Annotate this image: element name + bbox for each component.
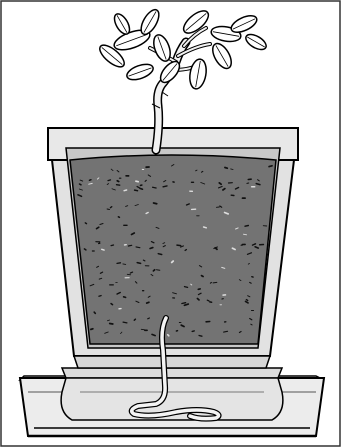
soil-fleck [110, 324, 113, 325]
soil-fleck [153, 187, 157, 188]
soil-fleck [219, 183, 221, 184]
soil-fleck [269, 166, 272, 167]
soil-fleck [199, 336, 202, 337]
soil-fleck [111, 304, 112, 305]
soil-fleck [85, 223, 86, 224]
soil-fleck [147, 302, 149, 303]
soil-fleck [108, 180, 111, 181]
soil-fleck [185, 287, 188, 288]
soil-fleck [157, 270, 160, 271]
soil-fleck [118, 217, 119, 218]
soil-fleck [250, 282, 252, 283]
soil-fleck [207, 300, 209, 301]
soil-fleck [197, 299, 199, 300]
soil-fleck [110, 207, 111, 208]
pot-foot [74, 356, 270, 368]
soil-fleck [168, 335, 169, 336]
soil-fleck [251, 324, 252, 325]
soil-fleck [223, 189, 225, 190]
soil-fleck [153, 270, 154, 271]
soil-fleck [141, 329, 145, 330]
soil-fleck [117, 181, 118, 182]
soil-fleck [192, 331, 194, 332]
soil-fleck [182, 303, 186, 304]
soil-fleck [117, 263, 121, 264]
soil-fleck [127, 274, 130, 275]
soil-fleck [84, 249, 86, 250]
soil-fleck [111, 245, 113, 246]
soil-fleck [248, 264, 249, 265]
soil-fleck [172, 261, 174, 262]
soil-fleck [150, 248, 153, 249]
soil-fleck [128, 245, 131, 246]
soil-fleck [146, 213, 148, 214]
soil-fleck [137, 263, 140, 264]
soil-fleck [202, 276, 204, 277]
soil-fleck [225, 168, 227, 169]
soil-fleck [124, 297, 126, 298]
pot-support-rim [62, 368, 282, 378]
soil-fleck [123, 322, 127, 323]
soil-fleck [184, 304, 188, 305]
soil-fleck [231, 169, 233, 170]
soil-fleck [140, 188, 143, 189]
soil-fleck [102, 249, 104, 250]
soil-fleck [196, 170, 197, 171]
soil-fleck [202, 171, 203, 172]
soil-fleck [177, 245, 181, 246]
soil-fleck [89, 180, 91, 181]
soil-fleck [99, 296, 101, 297]
soil-fleck [135, 190, 138, 191]
soil-fleck [163, 186, 167, 187]
soil-fleck [245, 226, 248, 227]
soil-fleck [246, 300, 247, 301]
soil-fleck [158, 254, 161, 255]
soil-fleck [204, 227, 207, 228]
soil-fleck [224, 331, 228, 332]
soil-fleck [134, 319, 135, 320]
soil-fleck [232, 248, 235, 249]
soil-fleck [107, 209, 109, 210]
soil-fleck [213, 282, 217, 283]
soil-fleck [210, 282, 211, 283]
soil-fleck [94, 312, 95, 313]
soil-fleck [181, 325, 184, 326]
soil-fleck [80, 184, 82, 185]
soil-fleck [154, 203, 157, 204]
soil-fleck [117, 185, 120, 186]
soil-fleck [124, 190, 127, 191]
soil-fleck [256, 184, 260, 185]
soil-fleck [136, 247, 140, 248]
soil-fleck [148, 318, 150, 319]
soil-fleck [91, 329, 93, 330]
soil [70, 155, 276, 344]
soil-fleck [152, 334, 155, 335]
soil-fleck [136, 181, 138, 182]
soil-fleck [143, 260, 145, 261]
soil-fleck [185, 250, 186, 251]
soil-fleck [123, 264, 126, 265]
